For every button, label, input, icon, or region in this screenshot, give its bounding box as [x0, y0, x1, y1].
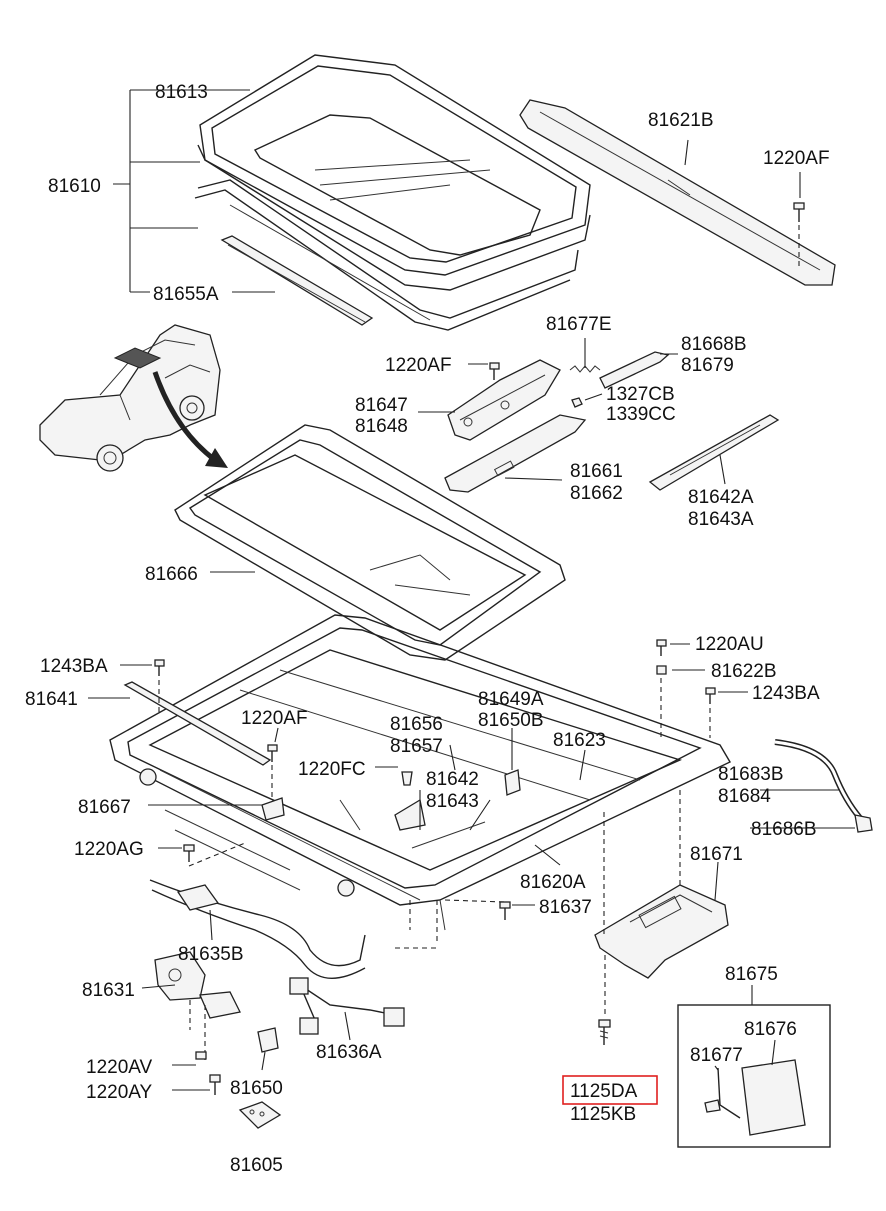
right-fasteners: [154, 639, 716, 740]
label-81686b[interactable]: 81686B: [751, 819, 817, 840]
drive-cables: [149, 879, 438, 979]
label-1339cc[interactable]: 1339CC: [606, 404, 676, 425]
label-81613[interactable]: 81613: [155, 82, 208, 103]
label-81636a[interactable]: 81636A: [316, 1042, 382, 1063]
label-81642[interactable]: 81642: [426, 769, 479, 790]
sunshade-frame-81666: [174, 424, 566, 661]
label-81637[interactable]: 81637: [539, 897, 592, 918]
screw-81637: [444, 899, 511, 920]
label-81684[interactable]: 81684: [718, 786, 771, 807]
label-81656[interactable]: 81656: [390, 714, 443, 735]
label-1243ba-right[interactable]: 1243BA: [752, 683, 820, 704]
drain-hose: [774, 739, 873, 833]
label-81677e[interactable]: 81677E: [546, 314, 612, 335]
label-81641[interactable]: 81641: [25, 689, 78, 710]
bracket-81649a: [504, 769, 521, 796]
label-81620a[interactable]: 81620A: [520, 872, 586, 893]
label-81635b[interactable]: 81635B: [178, 944, 244, 965]
label-1220af-top[interactable]: 1220AF: [763, 148, 830, 169]
label-81643a[interactable]: 81643A: [688, 509, 754, 530]
label-1220av[interactable]: 1220AV: [86, 1057, 153, 1078]
main-frame: [109, 614, 731, 931]
label-81605[interactable]: 81605: [230, 1155, 283, 1176]
label-1220af-mid[interactable]: 1220AF: [385, 355, 452, 376]
label-81610[interactable]: 81610: [48, 176, 101, 197]
label-81642a[interactable]: 81642A: [688, 487, 754, 508]
harness-81636a: [289, 977, 405, 1035]
label-81621b[interactable]: 81621B: [648, 110, 714, 131]
label-81655a[interactable]: 81655A: [153, 284, 219, 305]
label-81668b[interactable]: 81668B: [681, 334, 747, 355]
screw-1220af-mid: [489, 362, 500, 380]
label-81650b[interactable]: 81650B: [478, 710, 544, 731]
label-81623[interactable]: 81623: [553, 730, 606, 751]
rail-81621b: [519, 99, 836, 286]
label-81622b[interactable]: 81622B: [711, 661, 777, 682]
label-81671[interactable]: 81671: [690, 844, 743, 865]
bolt-1125da: [598, 1019, 611, 1045]
label-81675[interactable]: 81675: [725, 964, 778, 985]
label-1220af-lower[interactable]: 1220AF: [241, 708, 308, 729]
label-1220fc[interactable]: 1220FC: [298, 759, 366, 780]
label-81631[interactable]: 81631: [82, 980, 135, 1001]
motor-81631: [154, 951, 241, 1095]
label-1125kb[interactable]: 1125KB: [570, 1104, 636, 1125]
label-81657[interactable]: 81657: [390, 736, 443, 757]
label-81676[interactable]: 81676: [744, 1019, 797, 1040]
label-81643[interactable]: 81643: [426, 791, 479, 812]
vehicle-illustration: [39, 324, 228, 472]
label-1220ag[interactable]: 1220AG: [74, 839, 144, 860]
label-81649a[interactable]: 81649A: [478, 689, 544, 710]
label-81650[interactable]: 81650: [230, 1078, 283, 1099]
label-81661[interactable]: 81661: [570, 461, 623, 482]
leader-lines: [88, 89, 855, 1091]
label-81647[interactable]: 81647: [355, 395, 408, 416]
highlight-box-1125da: [562, 1075, 658, 1105]
screw-1220ag: [183, 842, 246, 867]
bolt-1220af-top: [793, 202, 805, 270]
label-81667[interactable]: 81667: [78, 797, 131, 818]
label-81679[interactable]: 81679: [681, 355, 734, 376]
label-1327cb[interactable]: 1327CB: [606, 384, 675, 405]
label-1220ay[interactable]: 1220AY: [86, 1082, 153, 1103]
kit-box-81675: [677, 1004, 831, 1148]
label-1243ba-left[interactable]: 1243BA: [40, 656, 108, 677]
bracket-81671: [594, 790, 729, 1015]
label-81683b[interactable]: 81683B: [718, 764, 784, 785]
guide-mechanism: [444, 351, 780, 493]
module-81605: [238, 1101, 282, 1129]
label-81666[interactable]: 81666: [145, 564, 198, 585]
label-81662[interactable]: 81662: [570, 483, 623, 504]
label-81677[interactable]: 81677: [690, 1045, 743, 1066]
part-labels: 81613 81610 81655A 81621B 1220AF 81677E …: [25, 82, 830, 1176]
label-1220au[interactable]: 1220AU: [695, 634, 764, 655]
bracket-81667: [261, 744, 285, 821]
label-1125da[interactable]: 1125DA: [570, 1081, 638, 1102]
relay-81650: [257, 1027, 279, 1053]
glass-seal-assembly: [194, 54, 591, 331]
label-81648[interactable]: 81648: [355, 416, 408, 437]
